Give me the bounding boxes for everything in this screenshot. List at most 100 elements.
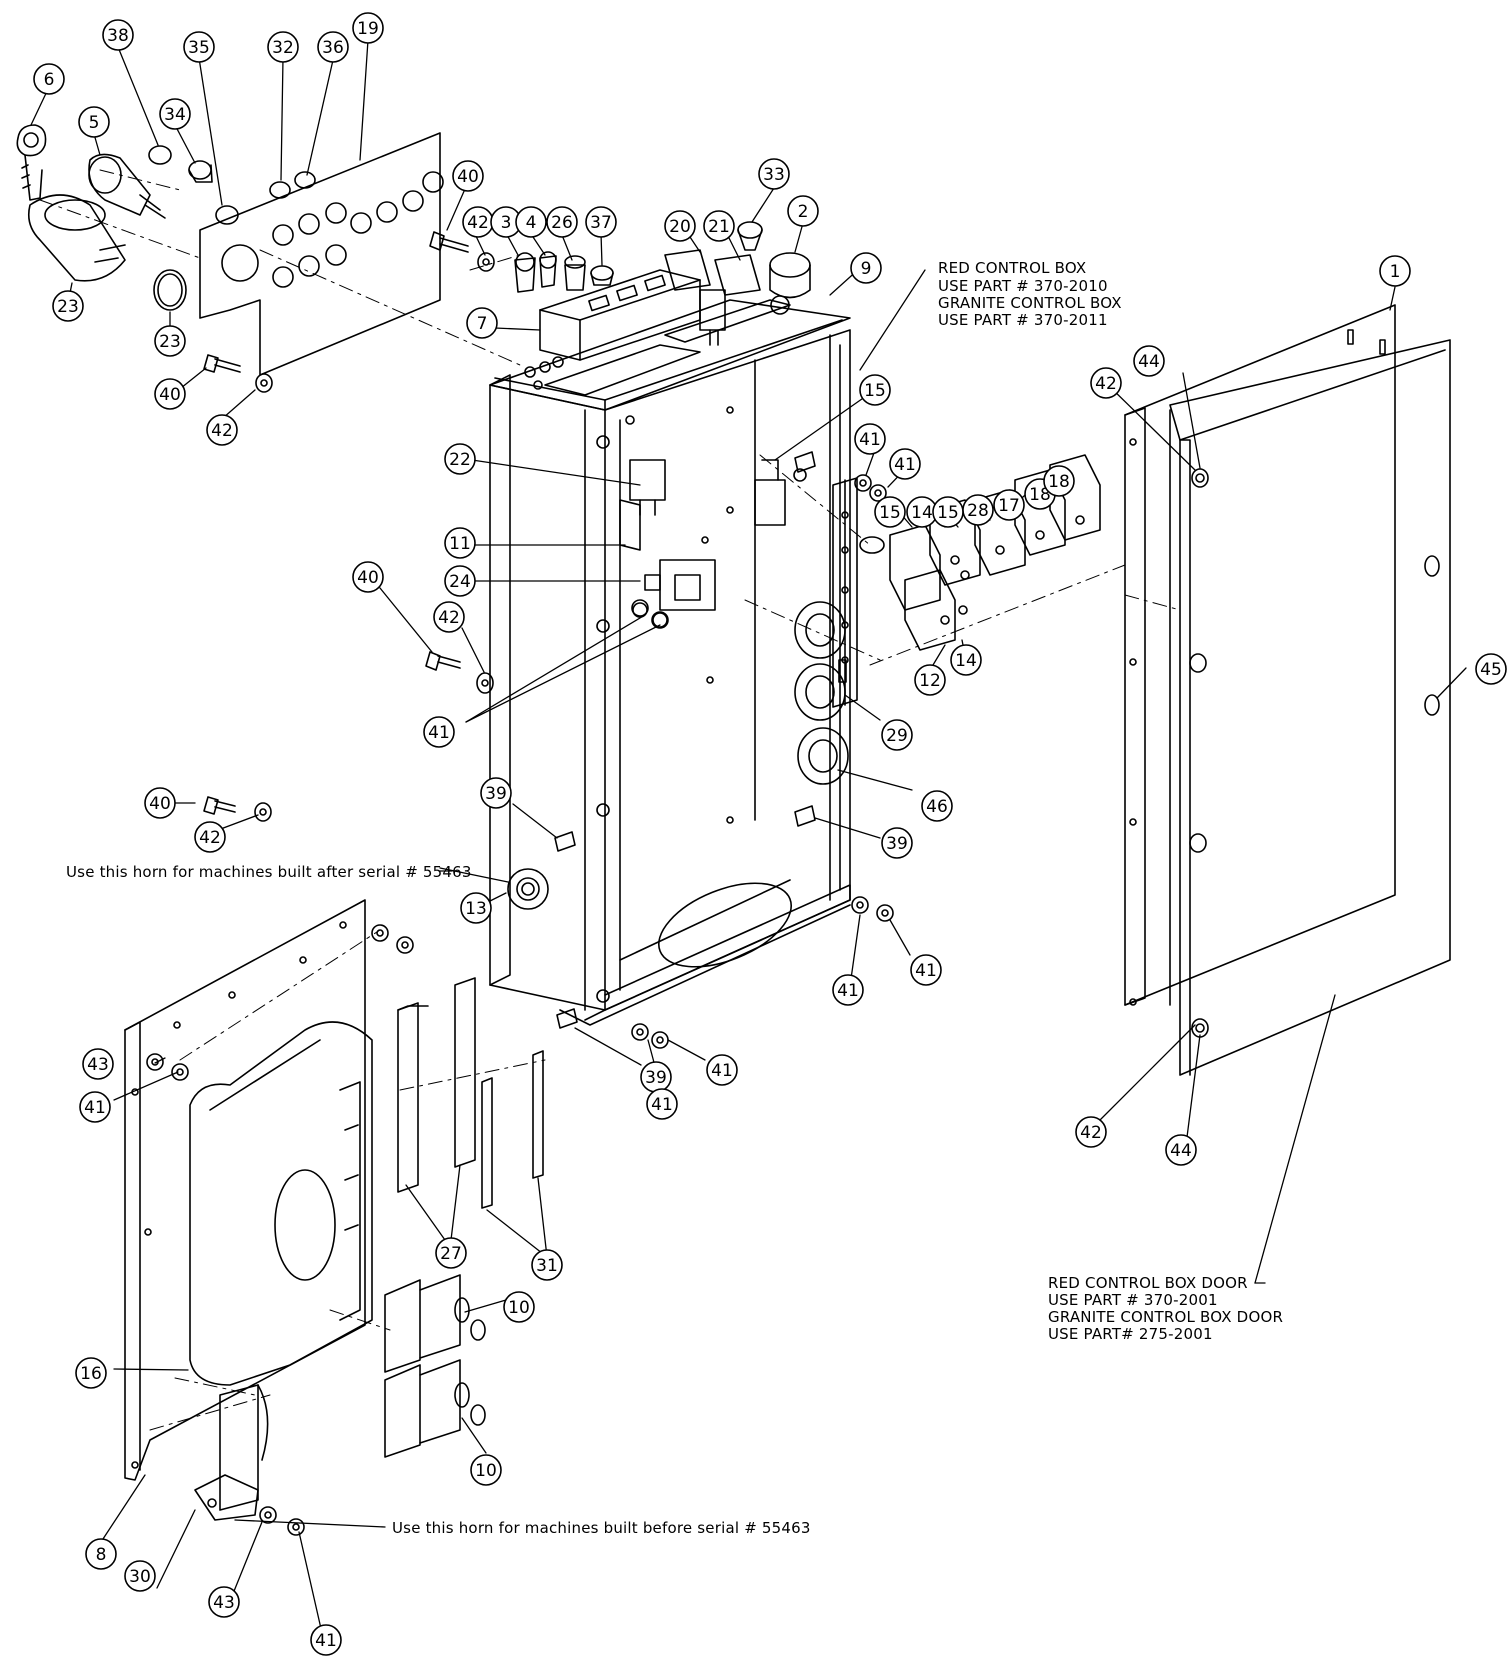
callout-number: 40 [159,385,181,405]
callout-balloon [208,1586,240,1618]
callout-number: 15 [864,381,886,401]
red-box-note-line-1: RED CONTROL BOX [938,259,1086,277]
callout-number: 6 [44,70,55,90]
callout-number: 18 [1029,485,1051,505]
callout-balloon [159,98,191,130]
notes: RED CONTROL BOX USE PART # 370-2010 GRAN… [66,259,1283,1537]
callout-number: 41 [651,1095,673,1115]
callout-balloon [874,496,906,528]
callout-balloon [503,1291,535,1323]
callout-number: 42 [199,828,221,848]
callout-number: 41 [859,430,881,450]
callout-balloon [466,307,498,339]
note-leaders [439,870,1266,1284]
callout-balloon [531,1249,563,1281]
callout-number: 17 [998,496,1020,516]
callout-balloon [546,206,578,238]
callout-number: 34 [164,105,186,125]
red-door-note-line-2: USE PART # 370-2001 [1048,1291,1218,1309]
callout-number: 12 [919,671,941,691]
callout-balloon [52,290,84,322]
callout-number: 40 [357,568,379,588]
callout-balloon [1379,255,1411,287]
centerlines [39,169,1181,1431]
callout-balloon [433,601,465,633]
callout-number: 41 [84,1098,106,1118]
callout-number: 40 [457,167,479,187]
callout-number: 30 [129,1567,151,1587]
callout-balloon [881,719,913,751]
leader-lines [30,39,1467,1656]
callout-number: 42 [211,421,233,441]
callout-number: 38 [107,26,129,46]
callout-balloon [310,1624,342,1656]
callout-number: 21 [708,217,730,237]
callout-number: 11 [449,534,471,554]
callout-number: 32 [272,38,294,58]
callout-balloon [267,31,299,63]
callout-number: 31 [536,1256,558,1276]
relay-bank [859,454,1101,651]
callout-balloon [124,1560,156,1592]
door-hinge [832,477,858,708]
callout-number: 39 [886,834,908,854]
callout-number: 35 [188,38,210,58]
callout-number: 4 [526,213,537,233]
callout-balloon [75,1357,107,1389]
callout-balloon [206,414,238,446]
callout-number: 39 [645,1068,667,1088]
callout-balloon [1133,345,1165,377]
callout-balloon [144,787,176,819]
callout-number: 15 [879,503,901,523]
callout-number: 5 [89,113,100,133]
nuts [146,474,894,1536]
callout-balloon [194,821,226,853]
callout-balloon [78,106,110,138]
callout-number: 45 [1480,660,1502,680]
callout-number: 41 [894,455,916,475]
callout-number: 10 [508,1298,530,1318]
callout-balloon [515,206,547,238]
callout-number: 26 [551,213,573,233]
red-door-note-line-4: USE PART# 275-2001 [1048,1325,1213,1343]
callout-number: 24 [449,572,471,592]
pushbuttons [384,1274,486,1458]
callout-balloon [102,19,134,51]
callout-balloon [993,489,1025,521]
callout-number: 41 [915,961,937,981]
callout-balloon [435,1237,467,1269]
callout-balloon [352,12,384,44]
callout-balloon [423,716,455,748]
standoffs [554,451,816,1029]
key-switch [16,124,187,311]
callout-balloon [910,954,942,986]
callout-number: 7 [477,314,488,334]
callout-balloon [33,63,65,95]
callout-number: 1 [1390,262,1401,282]
callout-number: 18 [1048,472,1070,492]
callout-number: 19 [357,19,379,39]
callout-number: 41 [315,1631,337,1651]
callout-balloon [444,565,476,597]
callout-balloon [85,1538,117,1570]
callout-number: 44 [1138,352,1160,372]
callout-number: 29 [886,726,908,746]
callout-balloon [79,1091,111,1123]
callout-balloon [646,1088,678,1120]
callout-balloon [664,210,696,242]
callout-balloon [444,443,476,475]
callout-balloon [154,378,186,410]
callout-number: 20 [669,217,691,237]
callout-number: 22 [449,450,471,470]
horn-new [507,868,549,910]
callout-number: 2 [798,202,809,222]
callout-number: 10 [475,1461,497,1481]
lower-panel [124,899,373,1481]
callout-balloon [183,31,215,63]
mounting-channels [397,977,544,1209]
red-box-note-line-2: USE PART # 370-2010 [938,277,1108,295]
callout-balloon [317,31,349,63]
callout-number: 8 [96,1545,107,1565]
